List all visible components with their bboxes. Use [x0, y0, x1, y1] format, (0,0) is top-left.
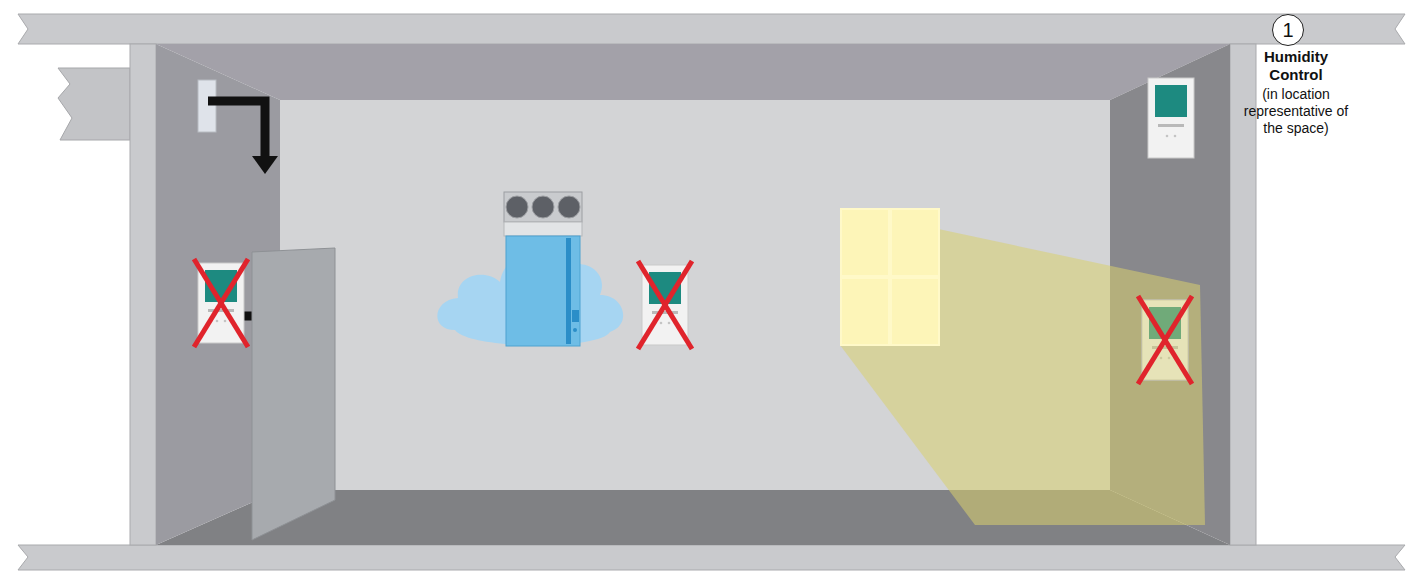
floor-beam: [18, 545, 1405, 570]
airflow-arrowhead: [252, 156, 278, 174]
wrong-location-mark: [638, 261, 692, 349]
sunlight-beam: [840, 208, 1205, 525]
door: [252, 248, 335, 540]
callout-title: Humidity Control: [1241, 48, 1351, 84]
wrong-location-mark: [1138, 296, 1192, 384]
callout-circle: 1: [1272, 14, 1304, 46]
callout-note: (in location representative of the space…: [1237, 86, 1355, 136]
ceiling-beam: [18, 14, 1405, 44]
humidifier-unit: [506, 236, 580, 346]
right-wall-column: [1230, 44, 1256, 545]
air-vent: [198, 80, 216, 132]
airflow-arrow: [208, 101, 265, 158]
fan-housing: [504, 192, 582, 222]
humidity-control: [1148, 78, 1194, 158]
air-duct: [58, 68, 130, 140]
ceiling: [156, 44, 1230, 100]
left-wall-column: [130, 44, 156, 545]
wrong-location-mark: [194, 259, 248, 347]
window: [840, 208, 940, 346]
callout-number: 1: [1282, 20, 1293, 40]
